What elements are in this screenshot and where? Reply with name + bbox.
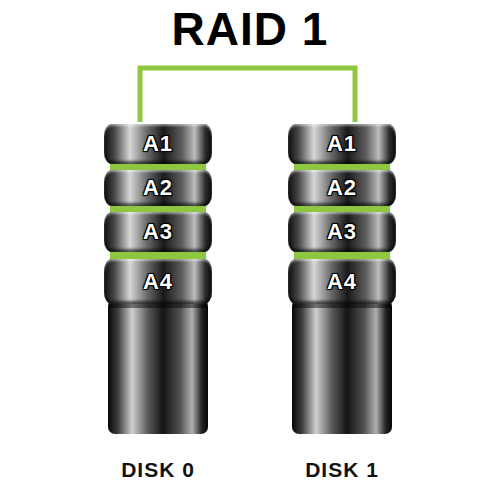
mirror-bracket <box>140 68 355 122</box>
data-block: A2 <box>104 170 212 206</box>
disk-node: DISK 1A1A2A3A4 <box>292 122 392 494</box>
block-label: A3 <box>327 219 357 245</box>
data-block: A3 <box>288 212 396 252</box>
block-label: A1 <box>327 131 357 157</box>
data-block: A3 <box>104 212 212 252</box>
block-label: A2 <box>143 175 173 201</box>
diagram-title: RAID 1 <box>0 2 500 56</box>
disk-node: DISK 0A1A2A3A4 <box>108 122 208 494</box>
data-block: A1 <box>288 124 396 164</box>
block-label: A4 <box>327 269 357 295</box>
cylinder-body <box>292 300 392 434</box>
data-block: A1 <box>104 124 212 164</box>
disk-label: DISK 0 <box>78 458 238 482</box>
block-label: A2 <box>327 175 357 201</box>
data-block: A4 <box>104 259 212 304</box>
block-label: A3 <box>143 219 173 245</box>
block-label: A4 <box>143 269 173 295</box>
cylinder-body <box>108 300 208 434</box>
block-label: A1 <box>143 131 173 157</box>
data-block: A4 <box>288 259 396 304</box>
disk-label: DISK 1 <box>262 458 422 482</box>
data-block: A2 <box>288 170 396 206</box>
